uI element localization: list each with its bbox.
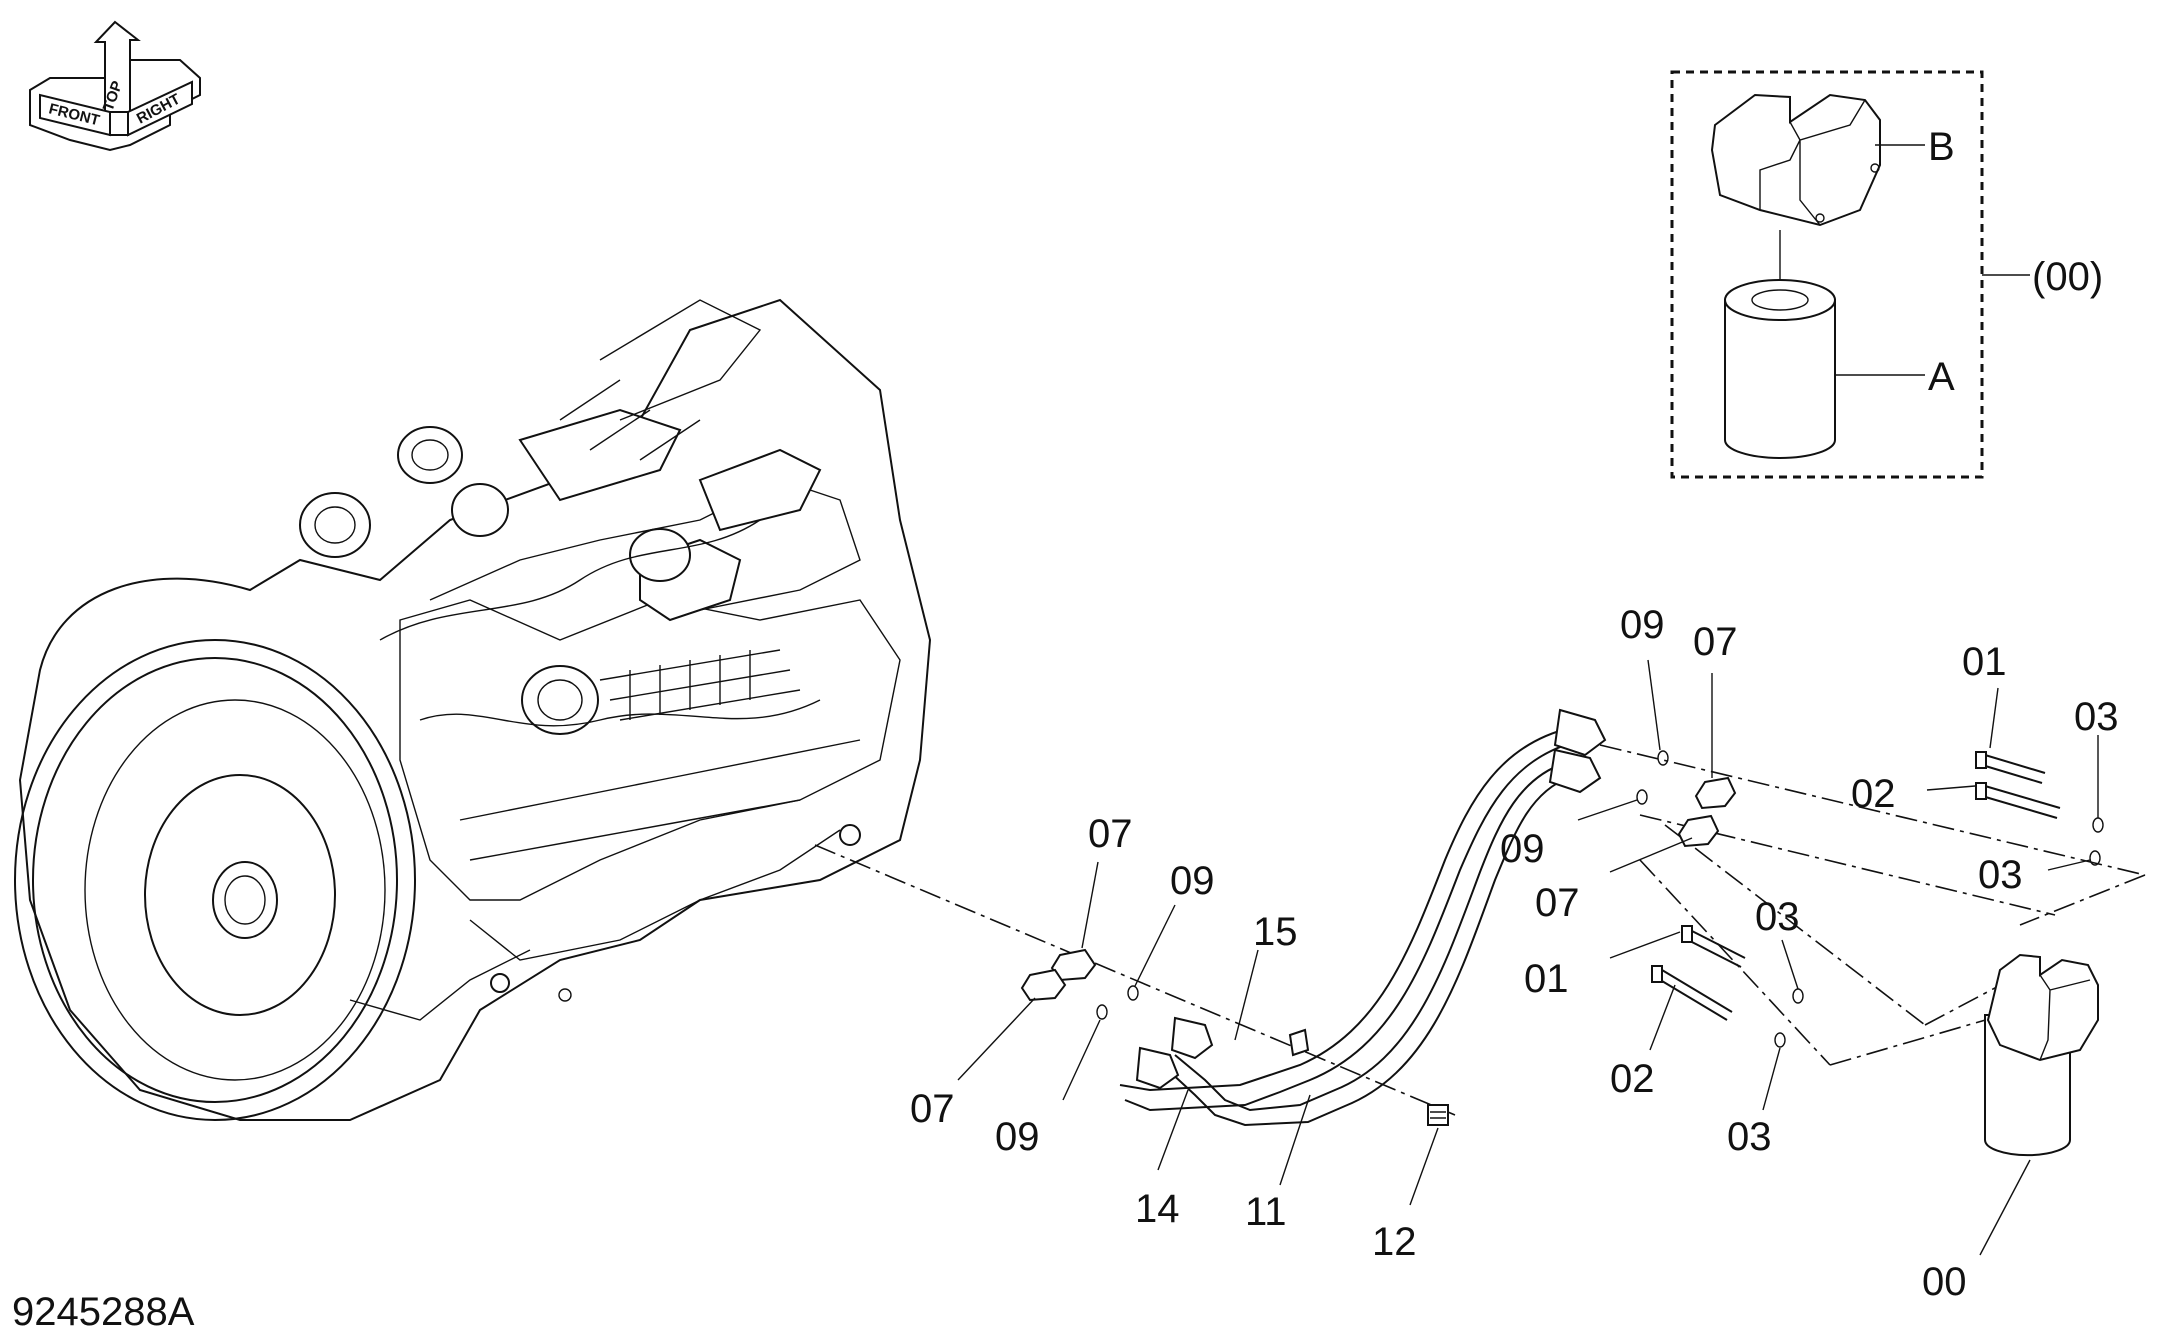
- callout-00: 00: [1922, 1260, 1967, 1304]
- callout-03-upper-mid: 03: [1978, 853, 2023, 897]
- callout-07-left-upper: 07: [1088, 812, 1133, 856]
- callout-03-upper-right: 03: [2074, 695, 2119, 739]
- callout-labels: 01 03 02 03 01 03 02 03 09 07 09 07 07 0…: [910, 603, 2119, 1304]
- callout-09-left-lower: 09: [995, 1115, 1040, 1159]
- callout-09-mid: 09: [1500, 827, 1545, 871]
- callout-12: 12: [1372, 1220, 1417, 1264]
- callout-03-lower-top: 03: [1755, 895, 1800, 939]
- inset-assembly-label: (00): [2032, 255, 2103, 299]
- inset-part-a-label: A: [1928, 355, 1955, 399]
- assembly-center-lines: [814, 744, 2146, 1116]
- callout-leader-lines: [957, 659, 2099, 1256]
- inset-dashed-box: [1670, 70, 1984, 479]
- callout-01-upper: 01: [1962, 640, 2007, 684]
- callout-09-left-upper: 09: [1170, 859, 1215, 903]
- engine-transmission-assembly: [14, 298, 932, 1121]
- callout-01-lower: 01: [1524, 957, 1569, 1001]
- drawing-number: 9245288A: [12, 1290, 195, 1334]
- callout-02-upper: 02: [1851, 772, 1896, 816]
- inset-assembly-00: B A (00): [1670, 70, 2103, 479]
- callout-07-mid: 07: [1535, 881, 1580, 925]
- callout-02-lower: 02: [1610, 1057, 1655, 1101]
- callout-09-top: 09: [1620, 603, 1665, 647]
- filter-assembly-00: [1984, 953, 2099, 1157]
- oil-cooler-hoses: [1119, 708, 1607, 1127]
- callout-07-left-lower: 07: [910, 1087, 955, 1131]
- callout-14: 14: [1135, 1187, 1180, 1231]
- callout-11: 11: [1245, 1190, 1287, 1234]
- callout-15: 15: [1253, 910, 1298, 954]
- inset-part-b-label: B: [1928, 125, 1955, 169]
- orientation-icon: FRONT TOP RIGHT: [29, 20, 201, 152]
- callout-03-lower: 03: [1727, 1115, 1772, 1159]
- small-parts: [1020, 750, 2104, 1126]
- callout-07-top: 07: [1693, 620, 1738, 664]
